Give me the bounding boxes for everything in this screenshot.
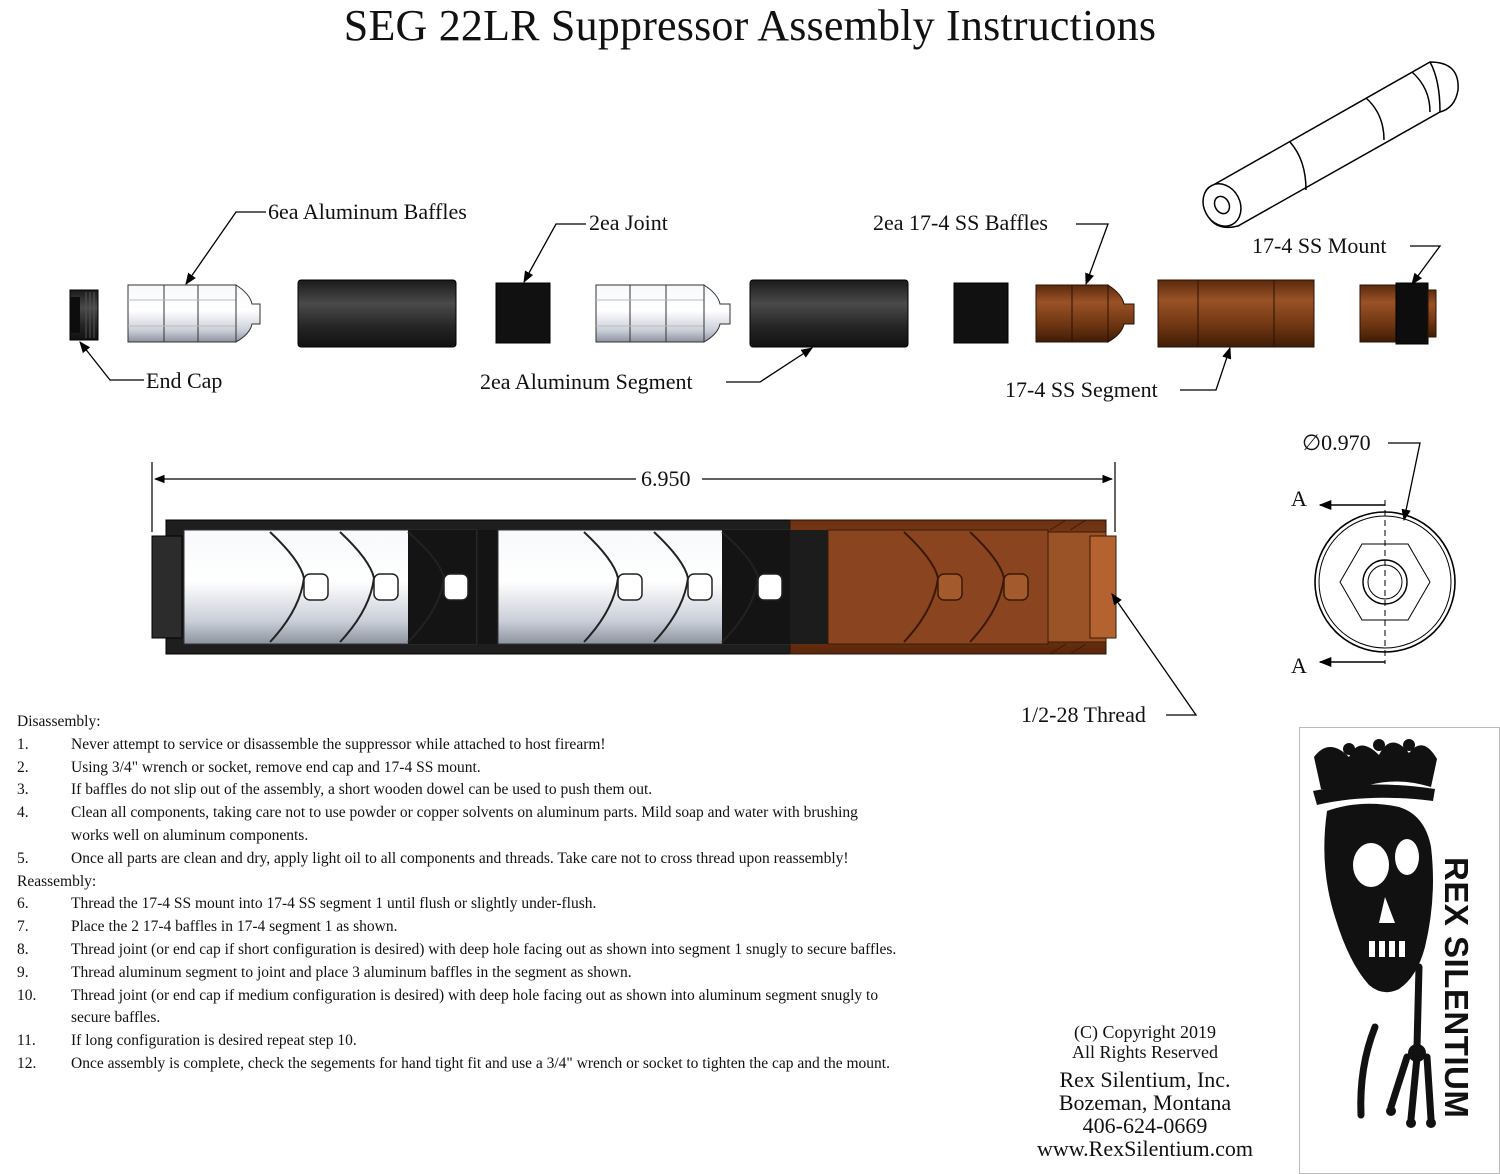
company-location: Bozeman, Montana	[1058, 1090, 1232, 1115]
joint-part	[495, 282, 551, 344]
step-text: Clean all components, taking care not to…	[71, 804, 858, 844]
step-text: Thread joint (or end cap if medium confi…	[71, 986, 879, 1027]
ss-mount-part	[1359, 282, 1437, 345]
company-phone: 406-624-0669	[1082, 1113, 1208, 1138]
instruction-step: 3. If baffles do not slip out of the asse…	[17, 779, 897, 802]
instruction-step: 8. Thread joint (or end cap if short conf…	[17, 939, 897, 962]
company-website: www.RexSilentium.com	[1036, 1136, 1254, 1161]
instruction-step: 10. Thread joint (or end cap if medium co…	[17, 985, 897, 1031]
step-text: Once all parts are clean and dry, apply …	[71, 849, 849, 867]
page-title: SEG 22LR Suppressor Assembly Instruction…	[343, 1, 1157, 50]
step-text: Using 3/4" wrench or socket, remove end …	[71, 758, 481, 776]
step-text: Thread aluminum segment to joint and pla…	[71, 963, 632, 981]
aluminum-segment-part	[297, 279, 457, 348]
step-number: 9.	[17, 963, 29, 981]
label-thread: 1/2-28 Thread	[1021, 702, 1146, 727]
step-text: If long configuration is desired repeat …	[71, 1032, 357, 1050]
company-name: Rex Silentium, Inc.	[1059, 1067, 1231, 1092]
end-view	[1314, 442, 1456, 668]
section-view	[151, 519, 1117, 655]
instruction-step: 5. Once all parts are clean and dry, appl…	[17, 848, 897, 871]
ss-baffles-part	[1035, 284, 1135, 343]
copyright: (C) Copyright 2019 All Rights Reserved	[1020, 1022, 1270, 1062]
step-number: 3.	[17, 781, 29, 799]
label-ss-baffles: 2ea 17-4 SS Baffles	[873, 210, 1048, 235]
step-number: 11.	[17, 1032, 36, 1050]
company-info: Rex Silentium, Inc. Bozeman, Montana 406…	[1020, 1068, 1270, 1160]
end-cap-part	[69, 289, 99, 341]
aluminum-segment-part	[749, 279, 909, 348]
step-number: 7.	[17, 918, 29, 936]
label-length-dimension: 6.950	[641, 466, 691, 491]
instruction-step: 1. Never attempt to service or disassembl…	[17, 734, 897, 757]
aluminum-baffles-part	[127, 284, 261, 343]
aluminum-baffles-part	[595, 284, 731, 343]
label-ss-mount: 17-4 SS Mount	[1252, 233, 1387, 258]
step-number: 6.	[17, 895, 29, 913]
assembly-diagram	[69, 61, 1459, 716]
logo-text: REX SILENTIUM	[1438, 857, 1475, 1118]
step-number: 2.	[17, 758, 29, 776]
rights-line: All Rights Reserved	[1072, 1042, 1218, 1062]
label-diameter-dimension: ∅0.970	[1302, 430, 1371, 456]
diameter-symbol: ∅	[1302, 430, 1322, 455]
step-number: 12.	[17, 1054, 37, 1072]
reassembly-steps: 6. Thread the 17-4 SS mount into 17-4 SS …	[17, 893, 897, 1075]
step-text: Thread joint (or end cap if short config…	[71, 940, 897, 958]
diameter-value: 0.970	[1321, 430, 1371, 455]
step-text: If baffles do not slip out of the assemb…	[71, 781, 653, 799]
instruction-step: 2. Using 3/4" wrench or socket, remove en…	[17, 757, 897, 780]
rex-silentium-logo: REX SILENTIUM	[1299, 727, 1500, 1174]
length-dimension	[151, 462, 1116, 532]
copyright-line: (C) Copyright 2019	[1074, 1022, 1216, 1042]
step-text: Place the 2 17-4 baffles in 17-4 segment…	[71, 918, 398, 936]
step-text: Once assembly is complete, check the seg…	[71, 1054, 890, 1072]
instruction-step: 6. Thread the 17-4 SS mount into 17-4 SS …	[17, 893, 897, 916]
instruction-step: 7. Place the 2 17-4 baffles in 17-4 segme…	[17, 916, 897, 939]
disassembly-steps: 1. Never attempt to service or disassembl…	[17, 734, 897, 871]
step-text: Thread the 17-4 SS mount into 17-4 SS se…	[71, 895, 597, 913]
ss-segment-part	[1157, 279, 1315, 348]
instruction-step: 4. Clean all components, taking care not …	[17, 802, 897, 848]
contact-info: (C) Copyright 2019 All Rights Reserved R…	[1020, 1022, 1270, 1160]
label-aluminum-segment: 2ea Aluminum Segment	[480, 369, 693, 394]
leader-lines	[79, 211, 1442, 391]
disassembly-heading: Disassembly:	[17, 713, 101, 730]
joint-part	[953, 282, 1009, 344]
step-number: 1.	[17, 735, 29, 753]
section-mark-top: A	[1291, 486, 1307, 511]
step-number: 10.	[17, 986, 37, 1004]
section-mark-bottom: A	[1291, 653, 1307, 678]
instruction-step: 9. Thread aluminum segment to joint and p…	[17, 962, 897, 985]
step-number: 8.	[17, 940, 29, 958]
step-number: 4.	[17, 804, 29, 822]
label-ss-segment: 17-4 SS Segment	[1005, 377, 1158, 402]
thread-leader	[1111, 593, 1198, 716]
step-text: Never attempt to service or disassemble …	[71, 735, 606, 753]
exploded-view	[69, 279, 1437, 348]
label-aluminum-baffles: 6ea Aluminum Baffles	[268, 199, 467, 224]
step-number: 5.	[17, 849, 29, 867]
reassembly-heading: Reassembly:	[17, 872, 97, 890]
instruction-step: 11. If long configuration is desired repe…	[17, 1030, 897, 1053]
label-joint: 2ea Joint	[589, 210, 668, 235]
assembled-suppressor-isometric	[1202, 61, 1459, 229]
instructions: Disassembly: 1. Never attempt to service …	[17, 711, 897, 1076]
label-end-cap: End Cap	[146, 368, 223, 393]
instruction-step: 12. Once assembly is complete, check the …	[17, 1053, 897, 1076]
